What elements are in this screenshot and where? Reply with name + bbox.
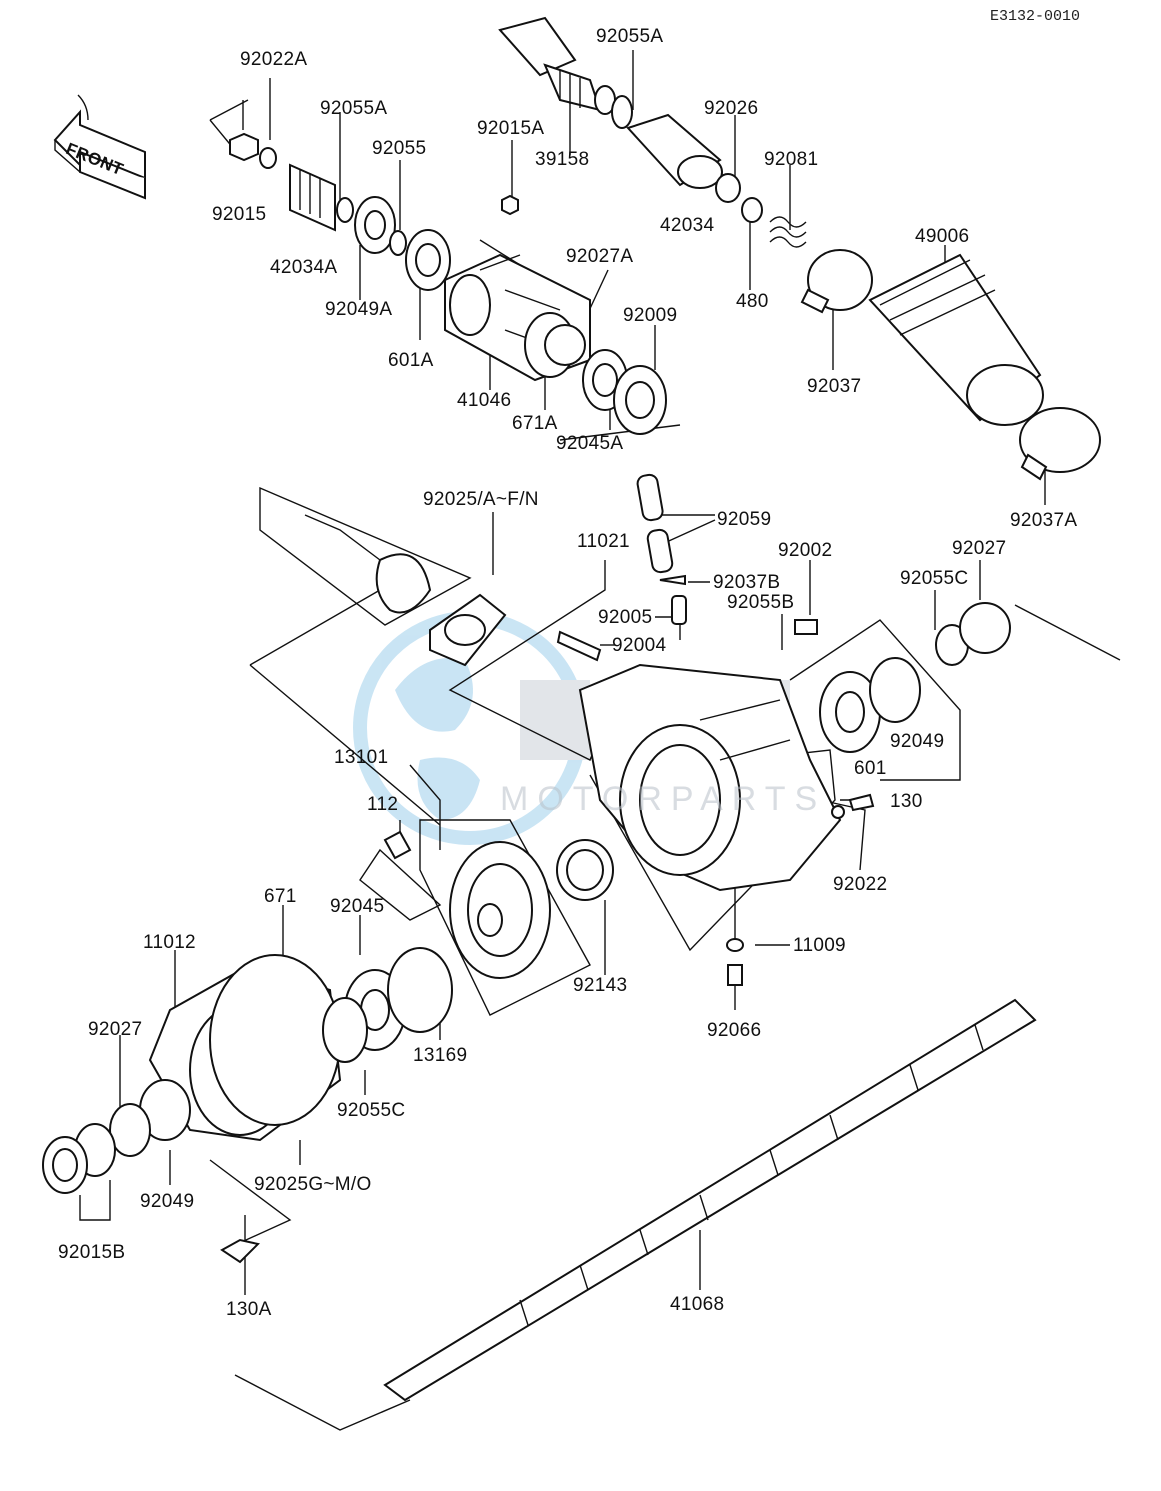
part-label[interactable]: 92037B — [713, 572, 781, 593]
part-label[interactable]: 480 — [736, 291, 769, 312]
part-label[interactable]: 11009 — [793, 935, 846, 956]
part-label[interactable]: 39158 — [535, 149, 590, 170]
front-arrow-icon — [53, 94, 146, 200]
part-label[interactable]: 49006 — [915, 226, 970, 247]
part-label[interactable]: 130 — [890, 791, 923, 812]
part-label[interactable]: 92026 — [704, 98, 759, 119]
part-drawings — [42, 16, 1101, 1402]
part-label[interactable]: 92005 — [598, 607, 653, 628]
part-label[interactable]: 92081 — [764, 149, 819, 170]
part-label[interactable]: 11021 — [577, 531, 630, 552]
part-label[interactable]: 92009 — [623, 305, 678, 326]
part-label[interactable]: 42034A — [270, 257, 338, 278]
part-label[interactable]: 13101 — [334, 747, 389, 768]
diagram-code: E3132-0010 — [990, 8, 1081, 25]
part-label[interactable]: 92022A — [240, 49, 308, 70]
part-label[interactable]: 92004 — [612, 635, 667, 656]
part-label[interactable]: 92055B — [727, 592, 795, 613]
part-label[interactable]: 92015A — [477, 118, 545, 139]
part-label[interactable]: 92045 — [330, 896, 385, 917]
part-label[interactable]: 92027 — [952, 538, 1007, 559]
part-label[interactable]: 92025/A~F/N — [423, 489, 539, 510]
part-label[interactable]: 601A — [388, 350, 434, 371]
part-label[interactable]: 671 — [264, 886, 297, 907]
part-label[interactable]: 92059 — [717, 509, 772, 530]
part-label[interactable]: 92055A — [596, 26, 664, 47]
part-label[interactable]: 92049 — [890, 731, 945, 752]
part-label[interactable]: 130A — [226, 1299, 272, 1320]
part-label[interactable]: 42034 — [660, 215, 715, 236]
part-label[interactable]: 41068 — [670, 1294, 725, 1315]
watermark-text: MOTORPARTS — [500, 780, 827, 818]
part-label[interactable]: 92055C — [900, 568, 969, 589]
part-label[interactable]: 92027A — [566, 246, 634, 267]
part-label[interactable]: 601 — [854, 758, 887, 779]
part-label[interactable]: 92037 — [807, 376, 862, 397]
part-label[interactable]: 112 — [367, 794, 399, 815]
part-label[interactable]: 92037A — [1010, 510, 1078, 531]
part-label[interactable]: 92022 — [833, 874, 888, 895]
part-label[interactable]: 92055A — [320, 98, 388, 119]
part-label[interactable]: 13169 — [413, 1045, 468, 1066]
part-label[interactable]: 92002 — [778, 540, 833, 561]
part-label[interactable]: 11012 — [143, 932, 196, 953]
part-label[interactable]: 92049 — [140, 1191, 195, 1212]
part-label[interactable]: 92025G~M/O — [254, 1174, 372, 1195]
part-label[interactable]: 92143 — [573, 975, 628, 996]
part-label[interactable]: 92049A — [325, 299, 393, 320]
part-label[interactable]: 92015 — [212, 204, 267, 225]
part-label[interactable]: 92027 — [88, 1019, 143, 1040]
part-label[interactable]: 92055 — [372, 138, 427, 159]
part-label[interactable]: 92015B — [58, 1242, 126, 1263]
part-label[interactable]: 41046 — [457, 390, 512, 411]
part-label[interactable]: 92045A — [556, 433, 624, 454]
part-label[interactable]: 671A — [512, 413, 558, 434]
part-label[interactable]: 92066 — [707, 1020, 762, 1041]
part-label[interactable]: 92055C — [337, 1100, 406, 1121]
